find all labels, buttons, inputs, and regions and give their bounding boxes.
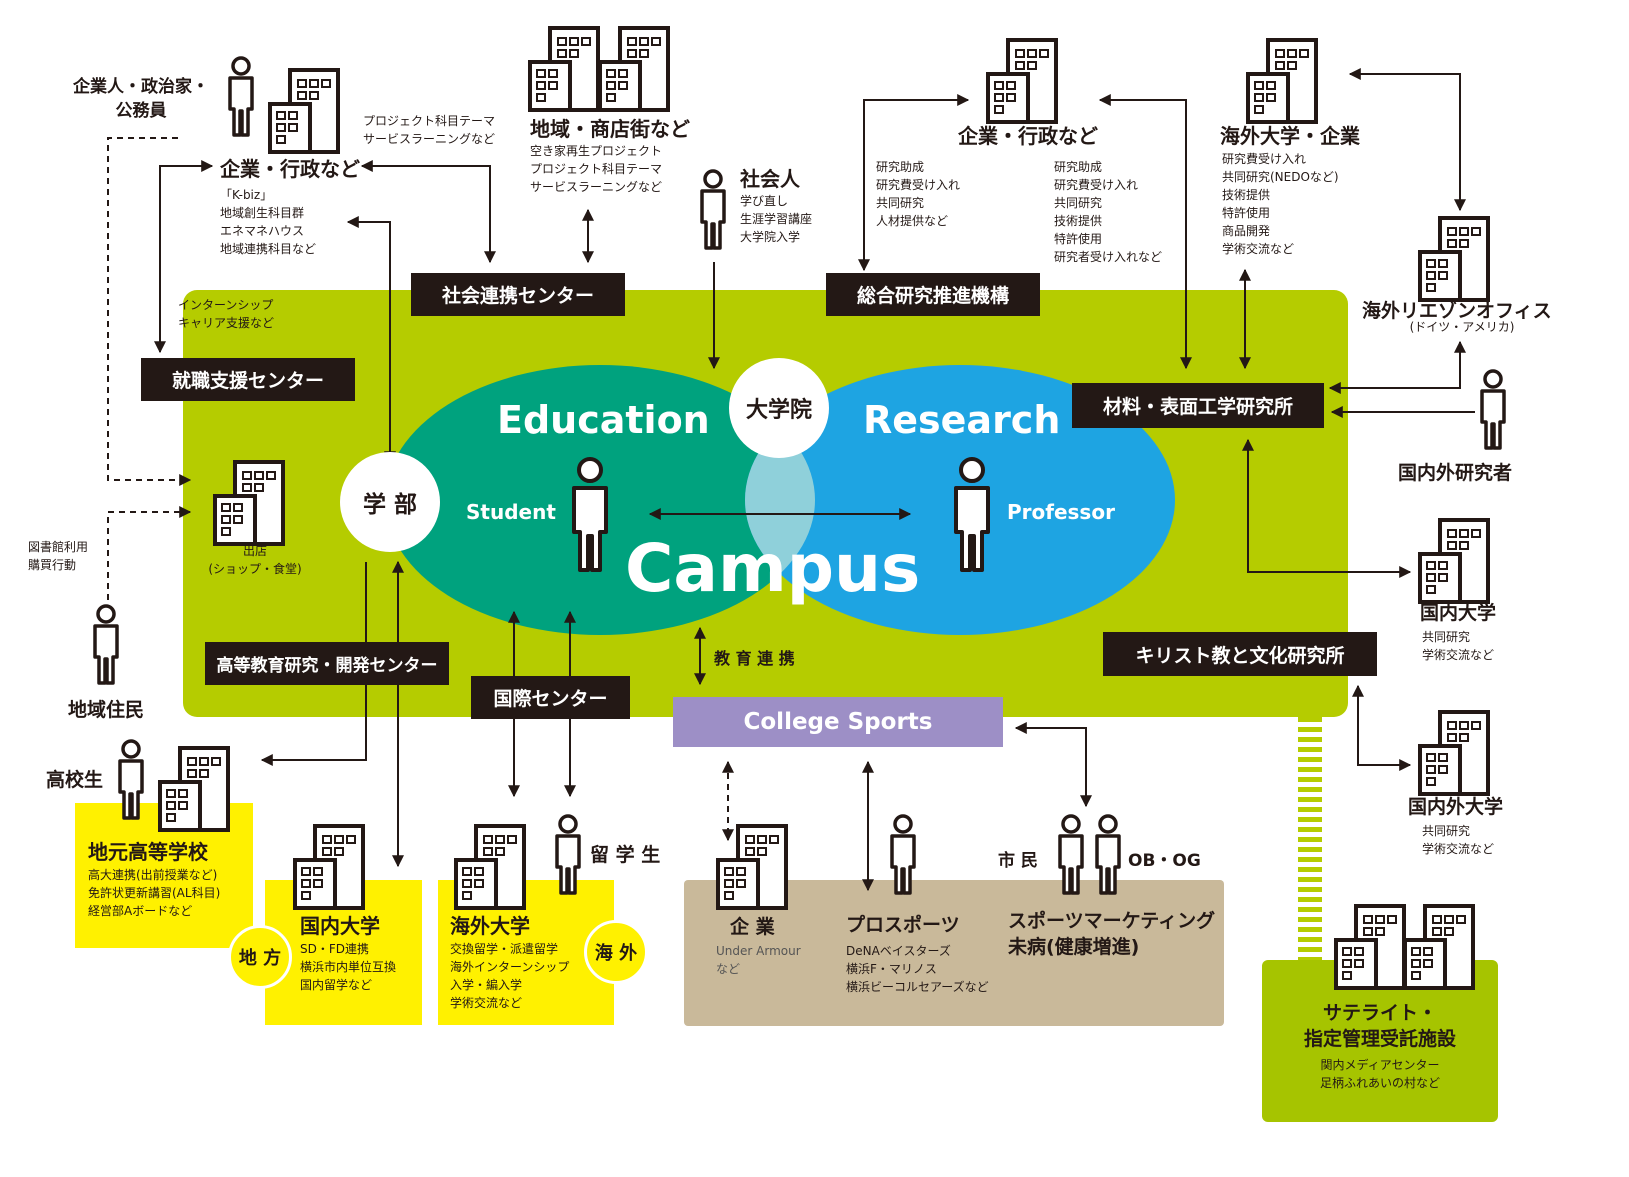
overseas-univ-title: 海外大学 bbox=[450, 914, 530, 938]
building-icon bbox=[986, 38, 1058, 124]
social-center-box[interactable]: 社会連携センター bbox=[411, 273, 625, 316]
person-icon bbox=[555, 814, 581, 895]
person-icon bbox=[228, 56, 254, 137]
research-org-label: 総合研究推進機構 bbox=[856, 285, 1009, 307]
person-icon bbox=[700, 169, 726, 250]
domestic-univ-list: SD・FD連携 横浜市内単位互換 国内留学など bbox=[300, 942, 397, 992]
satellite-list: 関内メディアセンター 足柄ふれあいの村など bbox=[1319, 1058, 1440, 1090]
persons-label: 企業人・政治家・ 公務員 bbox=[73, 77, 209, 121]
liaison-title: 海外リエゾンオフィス bbox=[1362, 300, 1552, 322]
region-list: 空き家再生プロジェクト プロジェクト科目テーマ サービスラーニングなど bbox=[530, 144, 663, 194]
career-center-box[interactable]: 就職支援センター bbox=[141, 358, 355, 401]
building-icon bbox=[528, 26, 600, 112]
researchers-label: 国内外研究者 bbox=[1398, 462, 1513, 484]
project-note: プロジェクト科目テーマ サービスラーニングなど bbox=[363, 114, 496, 146]
highschool-student-label: 高校生 bbox=[46, 769, 104, 791]
highschool-title: 地元高等学校 bbox=[88, 840, 208, 864]
local-badge: 地 方 bbox=[228, 925, 292, 989]
highschool-list: 高大連携(出前授業など) 免許状更新講習(AL科目) 経営部Aボードなど bbox=[88, 868, 221, 918]
global-univ-right-title: 国内外大学 bbox=[1408, 796, 1504, 818]
top-center-right-list: 研究助成 研究費受け入れ 共同研究 技術提供 特許使用 研究者受け入れなど bbox=[1054, 160, 1163, 264]
person-icon bbox=[1095, 814, 1121, 895]
domestic-univ-right-title: 国内大学 bbox=[1420, 602, 1497, 624]
building-icon bbox=[454, 824, 526, 910]
international-center-label: 国際センター bbox=[493, 688, 608, 710]
citizens-label: 市 民 bbox=[998, 851, 1038, 871]
building-icon bbox=[1418, 710, 1490, 796]
satellite-box bbox=[1262, 960, 1498, 1122]
overseas-badge: 海 外 bbox=[584, 920, 648, 984]
graduate-school-label: 大学院 bbox=[745, 398, 812, 423]
research-org-box[interactable]: 総合研究推進機構 bbox=[826, 273, 1040, 316]
global-univ-right-list: 共同研究 学術交流など bbox=[1422, 824, 1495, 856]
person-icon bbox=[890, 814, 916, 895]
sports-company-list: Under Armour など bbox=[716, 944, 801, 976]
overseas-corp-title: 海外大学・企業 bbox=[1220, 124, 1360, 148]
international-center-box[interactable]: 国際センター bbox=[471, 676, 630, 719]
professor-label: Professor bbox=[1007, 500, 1115, 524]
graduate-school-circle[interactable]: 大学院 bbox=[729, 358, 829, 458]
shop-label: 出店 (ショップ・食堂) bbox=[208, 544, 302, 576]
building-icon bbox=[1403, 904, 1475, 990]
edu-link-label: 教 育 連 携 bbox=[714, 649, 795, 668]
student-label: Student bbox=[466, 500, 556, 524]
liaison-sub: (ドイツ・アメリカ) bbox=[1409, 320, 1515, 334]
pro-sports-list: DeNAベイスターズ 横浜F・マリノス 横浜ビーコルセアーズなど bbox=[846, 944, 989, 994]
overseas-corp-list: 研究費受け入れ 共同研究(NEDOなど) 技術提供 特許使用 商品開発 学術交流… bbox=[1222, 152, 1339, 256]
top-left-company-list: 「K-biz」 地域創生科目群 エネマネハウス 地域連携科目など bbox=[220, 188, 317, 256]
campus-label: Campus bbox=[625, 530, 921, 607]
student-icon bbox=[572, 457, 608, 572]
education-label: Education bbox=[497, 398, 710, 442]
residents-note: 図書館利用 購買行動 bbox=[28, 540, 89, 572]
professor-icon bbox=[954, 457, 990, 572]
person-icon bbox=[118, 739, 144, 820]
foreign-students-label: 留 学 生 bbox=[590, 844, 661, 866]
higher-ed-center-box[interactable]: 高等教育研究・開発センター bbox=[205, 642, 449, 685]
satellite-connector bbox=[1298, 717, 1322, 962]
building-icon bbox=[213, 460, 285, 546]
person-icon bbox=[1058, 814, 1084, 895]
materials-institute-label: 材料・表面工学研究所 bbox=[1102, 396, 1293, 418]
career-center-label: 就職支援センター bbox=[171, 370, 324, 392]
adult-list: 学び直し 生涯学習講座 大学院入学 bbox=[740, 194, 813, 244]
adult-title: 社会人 bbox=[740, 167, 800, 191]
building-icon bbox=[158, 746, 230, 832]
sports-company-title: 企 業 bbox=[730, 916, 775, 938]
building-icon bbox=[1334, 904, 1406, 990]
top-center-company-title: 企業・行政など bbox=[958, 124, 1098, 148]
college-sports-box[interactable]: College Sports bbox=[673, 697, 1003, 747]
person-icon bbox=[93, 604, 119, 685]
sports-marketing-label: スポーツマーケティング 未病(健康増進) bbox=[1008, 910, 1216, 958]
satellite-title: サテライト・ 指定管理受託施設 bbox=[1303, 1002, 1456, 1050]
building-icon bbox=[1418, 518, 1490, 604]
materials-institute-box[interactable]: 材料・表面工学研究所 bbox=[1072, 383, 1324, 428]
social-center-label: 社会連携センター bbox=[441, 285, 594, 307]
obog-label: OB・OG bbox=[1128, 851, 1201, 871]
pro-sports-title: プロスポーツ bbox=[846, 914, 960, 936]
faculty-label: 学 部 bbox=[362, 492, 417, 518]
region-title: 地域・商店街など bbox=[530, 117, 690, 141]
residents-title: 地域住民 bbox=[68, 699, 145, 721]
overseas-univ-list: 交換留学・派遣留学 海外インターンシップ 入学・編入学 学術交流など bbox=[450, 942, 570, 1010]
college-sports-label: College Sports bbox=[743, 709, 933, 735]
domestic-univ-right-list: 共同研究 学術交流など bbox=[1422, 630, 1495, 662]
research-label: Research bbox=[863, 398, 1061, 442]
building-icon bbox=[1418, 216, 1490, 302]
christian-institute-label: キリスト教と文化研究所 bbox=[1135, 644, 1345, 667]
building-icon bbox=[293, 824, 365, 910]
top-center-left-list: 研究助成 研究費受け入れ 共同研究 人材提供など bbox=[876, 160, 961, 228]
top-left-company-title: 企業・行政など bbox=[220, 157, 360, 181]
building-icon bbox=[1246, 38, 1318, 124]
intern-note: インターンシップ キャリア支援など bbox=[178, 298, 275, 330]
christian-institute-box[interactable]: キリスト教と文化研究所 bbox=[1103, 632, 1377, 676]
building-icon bbox=[268, 68, 340, 154]
sports-area-box bbox=[684, 880, 1224, 1026]
domestic-univ-title: 国内大学 bbox=[300, 914, 380, 938]
faculty-circle[interactable]: 学 部 bbox=[340, 452, 440, 552]
higher-ed-center-label: 高等教育研究・開発センター bbox=[216, 656, 438, 676]
person-icon bbox=[1480, 369, 1506, 450]
building-icon bbox=[716, 824, 788, 910]
building-icon bbox=[598, 26, 670, 112]
